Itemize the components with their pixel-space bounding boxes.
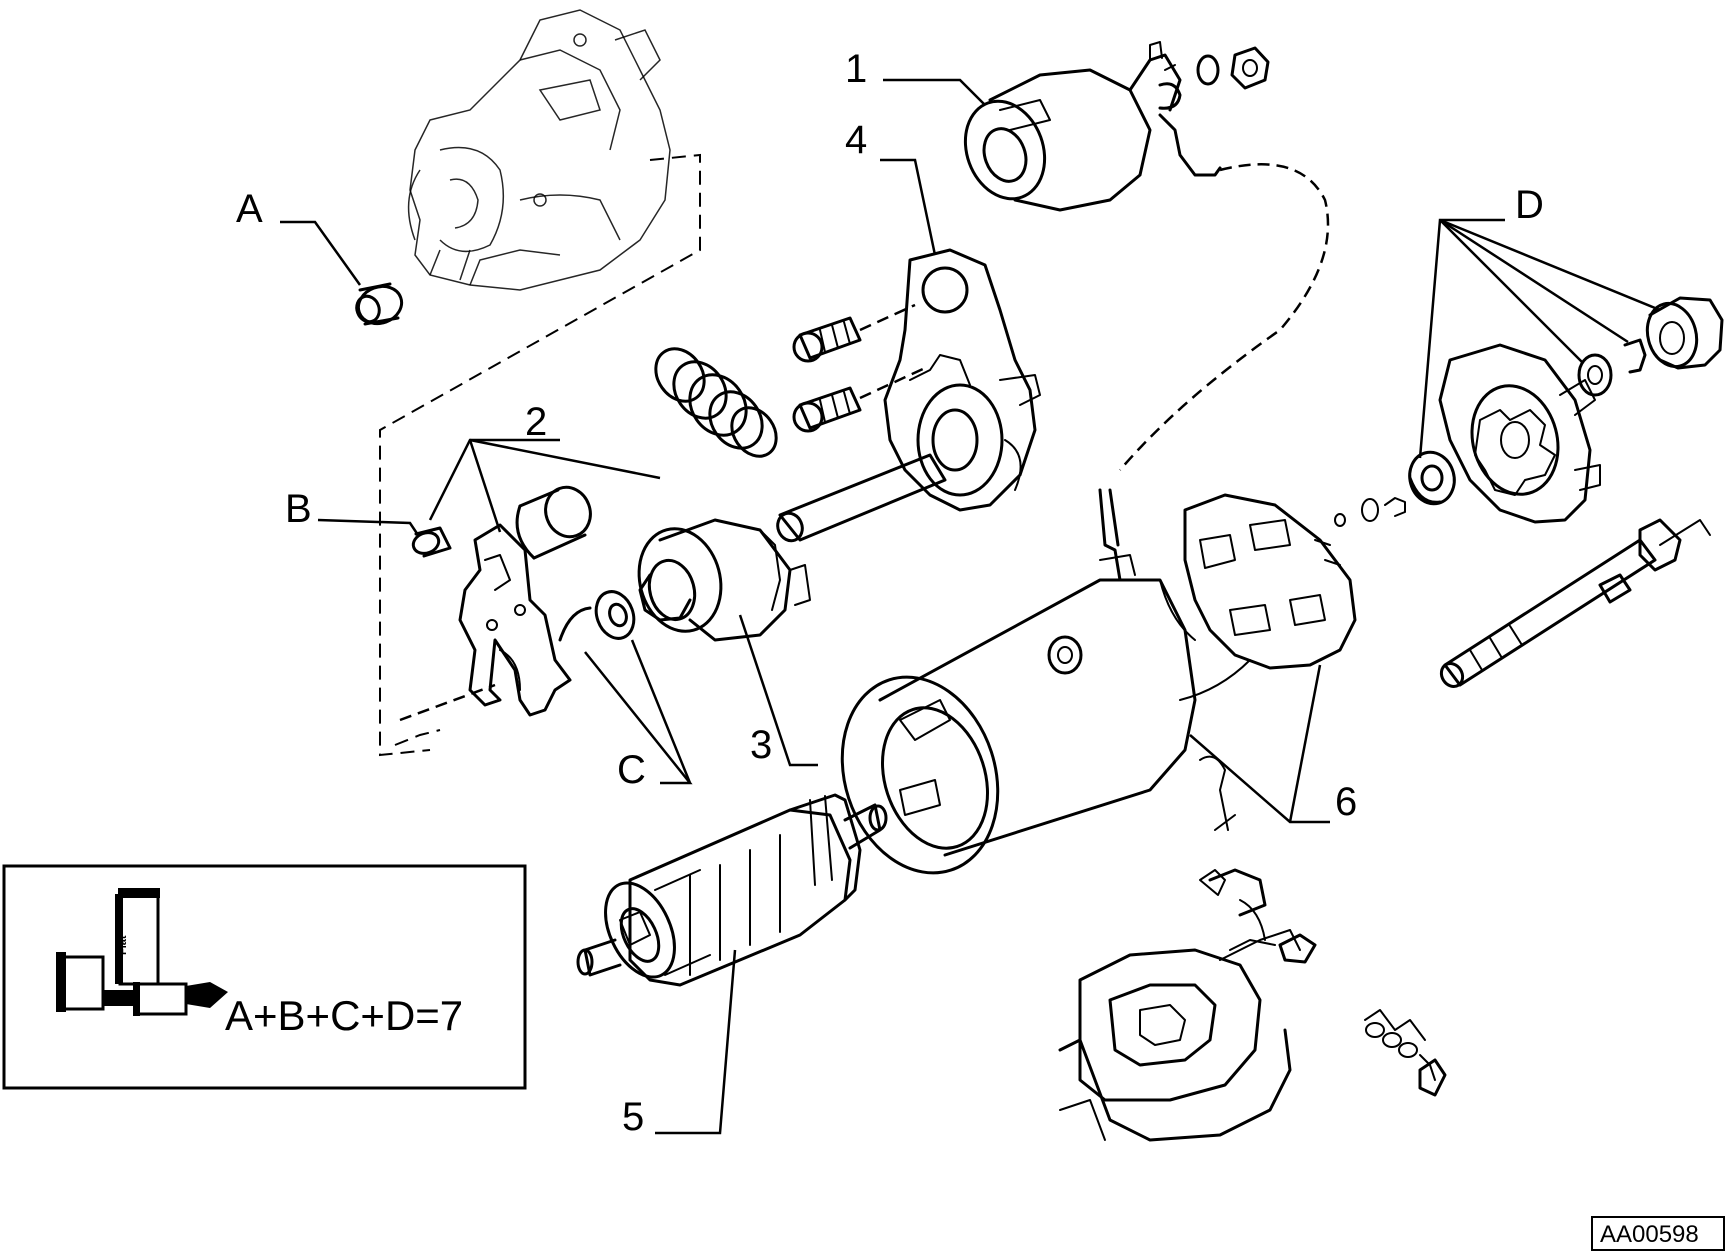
label-2: 2 [525,400,547,444]
grease-can-icons: Fiat [56,888,228,1016]
can-label-text: Fiat [117,935,129,955]
part-d-bushings [1408,296,1724,506]
part-c-retaining-ring [558,590,636,642]
label-3: 3 [750,723,772,767]
label-a: A [236,187,263,231]
starter-housing-outline [407,9,671,291]
kit-formula: A+B+C+D=7 [225,992,463,1039]
leader-d [1418,218,1661,459]
leader-5 [655,949,737,1135]
assembly-boundary-dashed [379,153,701,757]
label-4: 4 [845,118,867,162]
reference-code-box: AA00598 [1591,1216,1725,1251]
leader-b [317,518,420,536]
part-4-drive-end-plate [883,248,1041,512]
part-4-screws [792,303,926,433]
label-d: D [1515,183,1544,227]
label-1: 1 [845,47,867,91]
part-3-drive-pinion [637,518,811,642]
label-5: 5 [622,1095,644,1139]
part-1-solenoid [963,41,1222,212]
part-2-pivot-sleeve [515,485,592,560]
part-1-washer-nut [1196,46,1270,90]
part-d-small-washers [1334,497,1406,527]
part-6-yoke [840,488,1197,875]
leader-1 [883,78,986,106]
through-bolt [1439,518,1711,688]
leader-c [584,639,693,785]
field-coil-spring [1364,1009,1447,1097]
leader-6 [1189,664,1330,824]
reference-code: AA00598 [1600,1221,1699,1248]
part-4-shaft [776,453,947,543]
part-2-return-spring [654,347,778,458]
part-d-end-frame [1438,343,1601,524]
leader-3 [738,614,818,767]
leader-a [280,220,362,286]
part-6-brush-holder [1159,493,1357,701]
part-a-bushing [355,282,404,326]
leader-4 [880,158,937,256]
label-c: C [617,748,646,792]
label-6: 6 [1335,780,1357,824]
kit-box: Fiat A+B+C+D=7 [2,864,527,1090]
part-2-engagement-lever [399,523,572,722]
part-b-bushing [411,526,452,558]
part-5-armature [576,793,888,987]
wire-routing-dashed [1119,163,1330,471]
field-coil-assembly [1058,755,1317,1142]
leader-2 [428,438,661,533]
label-b: B [285,487,312,531]
